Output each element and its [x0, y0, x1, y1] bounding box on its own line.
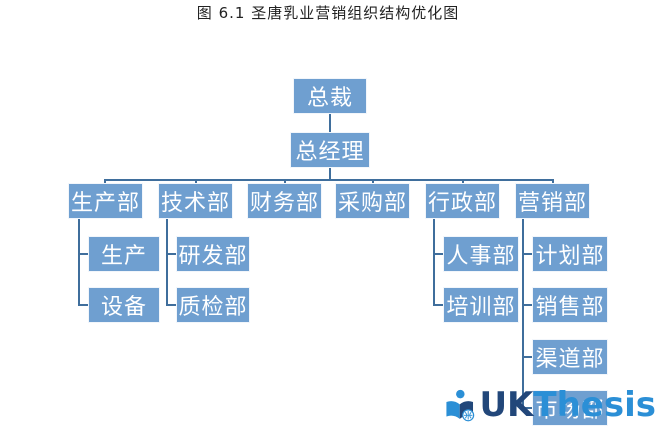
- connector: [329, 168, 331, 180]
- connector: [433, 219, 435, 306]
- connector: [462, 179, 464, 183]
- node-training-dept: 培训部: [443, 287, 519, 323]
- ukthesis-watermark: UKThesis: [444, 376, 656, 433]
- node-finance-dept: 财务部: [247, 183, 322, 219]
- connector: [329, 114, 331, 132]
- node-hr-dept: 人事部: [443, 236, 519, 272]
- connector: [522, 304, 532, 306]
- node-marketing-dept: 营销部: [515, 183, 590, 219]
- watermark-uk: UK: [479, 384, 534, 425]
- connector: [522, 253, 532, 255]
- node-ceo: 总裁: [293, 78, 367, 114]
- node-technology-dept: 技术部: [158, 183, 233, 219]
- connector: [104, 179, 553, 181]
- node-gm: 总经理: [290, 132, 370, 168]
- node-production-dept: 生产部: [68, 183, 143, 219]
- node-planning-dept: 计划部: [532, 236, 608, 272]
- connector: [166, 304, 176, 306]
- node-sales-dept: 销售部: [532, 287, 608, 323]
- node-market-dept: 市场部: [532, 390, 608, 426]
- connector: [78, 304, 88, 306]
- connector: [284, 179, 286, 183]
- watermark-thesis: Thesis: [533, 384, 656, 425]
- connector: [372, 179, 374, 183]
- connector: [195, 179, 197, 183]
- node-production: 生产: [88, 236, 160, 272]
- watermark-text: UKThesis: [479, 385, 656, 425]
- node-channel-dept: 渠道部: [532, 339, 608, 375]
- node-qc-dept: 质检部: [176, 287, 250, 323]
- connector: [166, 219, 168, 306]
- connector: [78, 219, 80, 306]
- connector: [104, 179, 106, 183]
- connector: [522, 219, 524, 409]
- connector: [522, 356, 532, 358]
- connector: [166, 253, 176, 255]
- connector: [433, 253, 443, 255]
- connector: [522, 407, 532, 409]
- node-admin-dept: 行政部: [425, 183, 500, 219]
- node-purchasing-dept: 采购部: [335, 183, 410, 219]
- node-equipment: 设备: [88, 287, 160, 323]
- figure-caption: 图 6.1 圣唐乳业营销组织结构优化图: [196, 4, 460, 22]
- connector: [433, 304, 443, 306]
- connector: [552, 179, 554, 183]
- node-rnd-dept: 研发部: [176, 236, 250, 272]
- book-globe-icon: [446, 389, 475, 421]
- connector: [78, 253, 88, 255]
